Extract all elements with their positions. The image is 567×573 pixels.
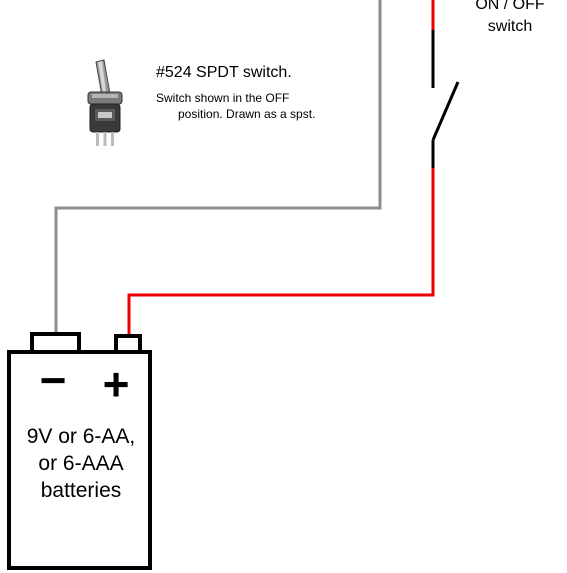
battery-label-line3: batteries [40,479,122,502]
battery-minus-symbol: − [40,354,67,406]
part-title: #524 SPDT switch. [156,64,292,81]
switch-label-line2: switch [487,18,533,35]
part-description: Switch shown in the OFF position. Drawn … [156,90,315,122]
battery: − + [7,332,152,570]
part-description-line1: Switch shown in the OFF [156,91,290,105]
part-description-line2: position. Drawn as a spst. [178,107,316,121]
battery-positive-terminal [114,334,142,354]
battery-plus-symbol: + [103,358,130,410]
switch-blade [431,81,460,141]
battery-label-line1: 9V or 6-AA, [26,425,136,448]
positive-wire-bottom [127,168,435,334]
toggle-switch-icon [87,59,123,146]
battery-label: 9V or 6-AA, or 6-AAA batteries [12,423,150,504]
battery-negative-terminal [30,332,81,354]
battery-label-line2: or 6-AAA [38,452,124,475]
switch-label: ON / OFF switch [455,0,565,38]
battery-body [7,350,152,570]
negative-wire [54,0,382,332]
switch-label-line1: ON / OFF [475,0,545,13]
